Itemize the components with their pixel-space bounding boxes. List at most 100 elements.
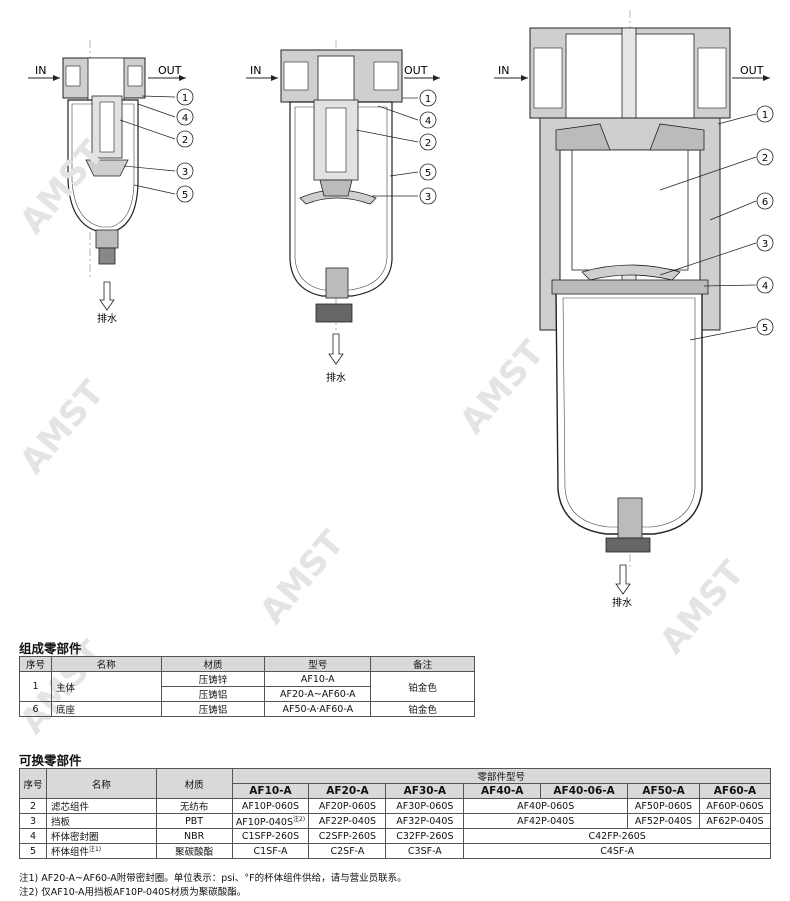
col-header-material: 材质	[155, 768, 233, 799]
model-header: AF40-A	[463, 783, 542, 799]
cell-material: 无纺布	[155, 798, 233, 814]
cell-material: 聚碳酸酯	[155, 843, 233, 860]
cell-name: 挡板	[45, 812, 157, 830]
cell-name: 杯体密封圈	[45, 828, 157, 845]
cell-part: AF42P-040S	[463, 812, 629, 830]
cell-part: AF32P-040S	[385, 812, 465, 830]
model-header: AF30-A	[385, 783, 465, 799]
table-row: 5 杯体组件注1) 聚碳酸酯 C1SF-A C2SF-A C3SF-A C4SF…	[19, 843, 771, 860]
cell-part: C3SF-A	[385, 843, 465, 860]
table-row: 3 挡板 PBT AF10P-040S注2) AF22P-040S AF32P-…	[19, 812, 772, 830]
callout-2a: 2	[182, 135, 188, 146]
callout-4c: 4	[762, 281, 768, 292]
cell-no: 6	[19, 701, 52, 717]
callout-5c: 5	[762, 323, 768, 334]
col-header-note: 备注	[370, 656, 475, 672]
cell-no: 2	[19, 798, 47, 814]
cell-part: AF20P-060S	[308, 798, 387, 814]
components-table: 序号 名称 材质 型号 备注 1 主体 压铸锌 AF10-A 铂金色 压铸铝 A…	[19, 656, 475, 717]
callout-1b: 1	[425, 94, 431, 105]
cell-part: C42FP-260S	[463, 828, 771, 845]
cell-model: AF10-A	[264, 671, 372, 687]
callout-6c: 6	[762, 197, 768, 208]
in-label-1: IN	[35, 64, 46, 77]
model-header: AF40-06-A	[540, 783, 629, 799]
col-header-material: 材质	[160, 656, 266, 672]
cell-part: AF10P-060S	[231, 798, 310, 814]
cell-part: C1SF-A	[231, 843, 310, 860]
cell-part: C1SFP-260S	[231, 828, 310, 845]
model-header: AF60-A	[698, 783, 772, 799]
components-header-row: 序号 名称 材质 型号 备注	[19, 656, 475, 672]
cell-part: AF40P-060S	[463, 798, 629, 814]
note-1: 注1) AF20-A~AF60-A附带密封圈。单位表示：psi、°F的杯体组件供…	[19, 873, 407, 884]
small-filter-drawing: IN OUT 排水 1 4 2 3 5	[28, 40, 194, 325]
col-header-no: 序号	[19, 656, 52, 672]
cell-part: C32FP-260S	[385, 828, 465, 845]
medium-filter-drawing: IN OUT 排水 1 4 2 5 3	[246, 40, 440, 384]
cell-name-text: 杯体组件	[50, 847, 89, 859]
col-header-group: 零部件型号	[231, 768, 771, 784]
out-label-3: OUT	[740, 64, 764, 77]
cell-part: AF52P-040S	[627, 812, 700, 830]
model-header: AF50-A	[627, 783, 700, 799]
table-row: 4 杯体密封圈 NBR C1SFP-260S C2SFP-260S C32FP-…	[19, 828, 771, 845]
cell-name: 滤芯组件	[45, 798, 157, 814]
callout-4a: 4	[182, 113, 188, 124]
out-label-2: OUT	[404, 64, 428, 77]
replacement-models-row: AF10-A AF20-A AF30-A AF40-A AF40-06-A AF…	[20, 783, 772, 799]
cell-no: 5	[19, 843, 47, 860]
cell-part-text: AF10P-040S	[235, 817, 293, 829]
cell-part: AF30P-060S	[385, 798, 465, 814]
cell-no: 4	[19, 828, 47, 845]
cell-material: 压铸铝	[160, 701, 266, 717]
cell-material: 压铸铝	[160, 686, 266, 702]
cell-part: AF60P-060S	[698, 798, 772, 814]
callout-1c: 1	[762, 110, 768, 121]
cell-part: C2SF-A	[308, 843, 387, 860]
large-filter-drawing: IN OUT 排水 1 2 6 3 4 5	[494, 10, 774, 609]
cell-name: 主体	[50, 671, 162, 702]
model-header: AF20-A	[308, 783, 387, 799]
cell-name: 底座	[50, 701, 162, 717]
cell-model: AF50-A·AF60-A	[264, 701, 372, 717]
in-label-2: IN	[250, 64, 261, 77]
replacement-table: 序号 名称 材质 零部件型号 AF10-A AF20-A AF30-A AF40…	[19, 768, 772, 860]
cell-material: PBT	[155, 812, 233, 830]
cell-no: 1	[19, 671, 52, 702]
drain-label-3: 排水	[612, 596, 632, 609]
col-header-no: 序号	[19, 768, 47, 799]
callout-3c: 3	[762, 239, 768, 250]
cell-note: 铂金色	[370, 701, 475, 717]
cell-no: 3	[19, 812, 47, 830]
components-title: 组成零部件	[19, 641, 82, 656]
model-header: AF10-A	[231, 783, 310, 799]
callout-1a: 1	[182, 93, 188, 104]
cell-part: C2SFP-260S	[308, 828, 387, 845]
replacement-header-row: 序号 名称 材质 零部件型号	[19, 768, 771, 799]
note-mark: 注2)	[292, 816, 306, 823]
cell-part: AF10P-040S注2)	[231, 812, 310, 830]
cell-material: NBR	[155, 828, 233, 845]
cell-name: 杯体组件注1)	[45, 843, 157, 860]
table-row: 1 主体 压铸锌 AF10-A 铂金色	[19, 671, 475, 702]
callout-2b: 2	[425, 138, 431, 149]
cell-material: 压铸锌	[160, 671, 266, 687]
cell-part: AF22P-040S	[308, 812, 387, 830]
callout-3b: 3	[425, 192, 431, 203]
callout-5b: 5	[425, 168, 431, 179]
cell-part: AF62P-040S	[698, 812, 772, 830]
filter-drawings: IN OUT 排水 1 4 2 3 5	[28, 10, 774, 609]
out-label-1: OUT	[158, 64, 182, 77]
note-mark: 注1)	[88, 846, 102, 854]
col-header-name: 名称	[45, 768, 157, 799]
table-row: 压铸铝 AF20-A~AF60-A	[20, 686, 475, 702]
table-row: 2 滤芯组件 无纺布 AF10P-060S AF20P-060S AF30P-0…	[19, 798, 772, 814]
cell-note: 铂金色	[370, 671, 475, 702]
drain-label-2: 排水	[326, 371, 346, 384]
cell-part: C4SF-A	[463, 843, 771, 860]
callout-4b: 4	[425, 116, 431, 127]
callout-2c: 2	[762, 153, 768, 164]
note-2: 注2) 仅AF10-A用挡板AF10P-040S材质为聚碳酸酯。	[19, 887, 247, 898]
replacement-title: 可换零部件	[19, 753, 82, 768]
